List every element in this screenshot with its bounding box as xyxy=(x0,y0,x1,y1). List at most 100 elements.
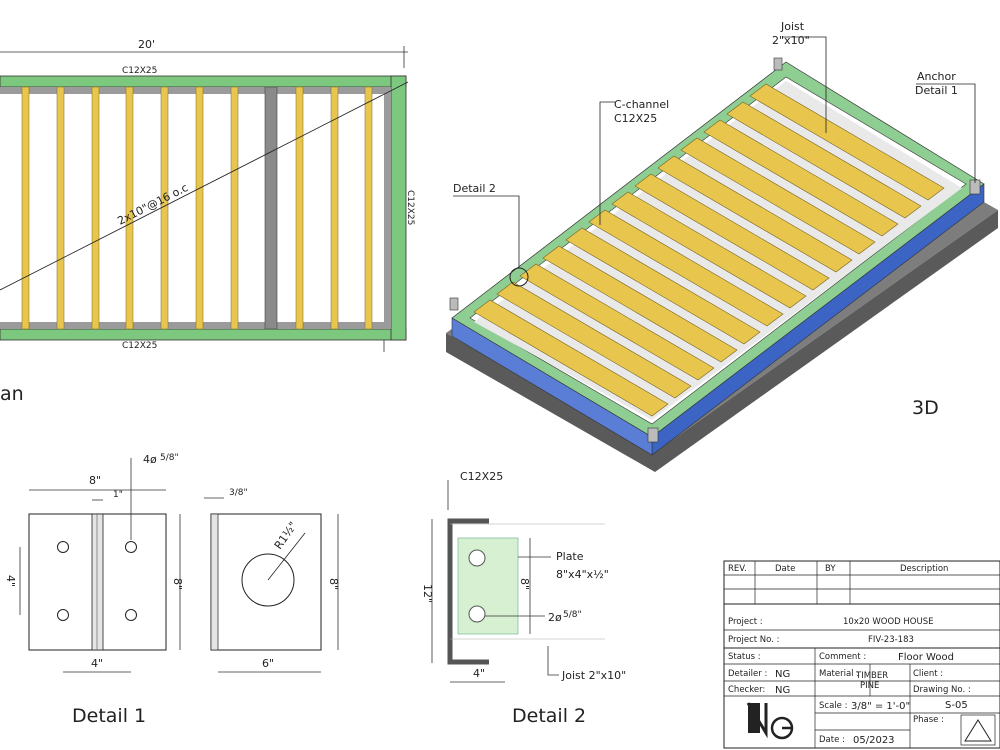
3d-joist xyxy=(565,227,761,345)
detail2-plate-1: Plate xyxy=(556,550,584,563)
detail2: C12X25 12" 8" Plate 8"x4"x½" 2ø 5/8" 4" … xyxy=(421,470,626,727)
3d-joist xyxy=(542,245,738,363)
title-block-frame xyxy=(723,560,1000,749)
plan-beam-top-inner xyxy=(0,87,391,94)
detail1-bolt-hole xyxy=(57,541,69,553)
tb-hdr-date: Date xyxy=(775,564,795,574)
detail2-joist-leader xyxy=(547,646,559,676)
phase-triangle-icon xyxy=(964,719,992,742)
tb-date-label: Date : xyxy=(819,735,845,745)
slab-front-face xyxy=(446,210,998,472)
plan-joist xyxy=(21,86,30,330)
joist-label-2: 2"x10" xyxy=(772,34,810,47)
plan-dim-top: 20' xyxy=(138,38,155,51)
3d-joist xyxy=(726,101,922,219)
detail2-channel xyxy=(447,518,489,665)
anchor-plate xyxy=(449,297,459,311)
detail1: 8" 1" 4ø 5/8" 8" 4" 4" R1½" 3/8" 8" 6" D… xyxy=(4,453,340,727)
plan-joist xyxy=(295,86,304,330)
title-block: REV. Date BY Description Project : 10x20… xyxy=(723,560,1000,749)
plan-joist xyxy=(125,86,134,330)
tb-project-no-label: Project No. : xyxy=(728,635,779,645)
3d-joist xyxy=(749,83,945,201)
detail1-dim-left: 4" xyxy=(4,575,17,587)
plan-beam-bottom-label: C12X25 xyxy=(122,341,157,351)
tb-checker-label: Checker: xyxy=(728,685,765,695)
detail2-dim-height: 12" xyxy=(421,584,434,603)
3d-joist xyxy=(703,119,899,237)
3d-joist xyxy=(680,137,876,255)
tb-drawing-no-label: Drawing No. : xyxy=(913,685,971,695)
detail1-plate-gap xyxy=(91,513,104,651)
detail2-channel-label: C12X25 xyxy=(460,470,503,483)
anchor-label-2: Detail 1 xyxy=(915,84,958,97)
tb-project-label: Project : xyxy=(728,617,763,627)
tb-scale-label: Scale : xyxy=(819,701,847,711)
cchannel-leader xyxy=(599,101,615,225)
3d-joist xyxy=(473,299,669,417)
detail2-plate xyxy=(457,537,519,635)
detail1-bolt-frac: 5/8" xyxy=(160,453,179,463)
plan-joist xyxy=(330,86,339,330)
detail2-leader xyxy=(453,195,520,268)
detail1-dim-gap: 1" xyxy=(113,490,123,500)
plan-joists xyxy=(21,86,373,330)
tb-phase-label: Phase : xyxy=(913,715,944,725)
plan-mid-beam xyxy=(264,86,278,330)
plan-joist xyxy=(195,86,204,330)
3d-joists xyxy=(473,83,945,417)
tb-drawing-no-value: S-05 xyxy=(945,700,968,711)
tb-comment-value: Floor Wood xyxy=(898,652,954,663)
3d-title: 3D xyxy=(912,397,939,419)
detail2-bolts-frac: 5/8" xyxy=(563,610,582,620)
detail1-dim-side-width: 6" xyxy=(262,657,274,670)
tb-material-value-1: TIMBER xyxy=(855,671,888,681)
detail1-bolt-hole xyxy=(125,541,137,553)
tb-project-value: 10x20 WOOD HOUSE xyxy=(843,617,933,627)
tb-hdr-rev: REV. xyxy=(728,564,747,574)
anchor-label-1: Anchor xyxy=(917,70,956,83)
plan-joist xyxy=(160,86,169,330)
detail1-dim-width: 8" xyxy=(89,474,101,487)
detail1-dim-thk: 3/8" xyxy=(229,488,248,498)
plan-beam-top-label: C12X25 xyxy=(122,66,157,76)
tb-hdr-by: BY xyxy=(825,564,836,574)
plan-beam-right-label: C12X25 xyxy=(405,190,415,225)
tb-project-no-value: FIV-23-183 xyxy=(868,635,914,645)
tb-checker-value: NG xyxy=(775,685,790,696)
3d-joist xyxy=(611,191,807,309)
frame-end-blue xyxy=(451,317,653,456)
plan-joist xyxy=(91,86,100,330)
anchor-leader xyxy=(916,83,976,183)
detail1-bolt-hole xyxy=(57,609,69,621)
detail1-dim-bottom: 4" xyxy=(91,657,103,670)
detail2-callout-label: Detail 2 xyxy=(453,182,496,195)
detail1-dim-height: 8" xyxy=(171,578,184,590)
3d-joist xyxy=(634,173,830,291)
plan-view: 20' 2x10"@16 o.c C12X25 C12X25 C12X25 an xyxy=(0,38,415,405)
detail2-title: Detail 2 xyxy=(512,705,586,727)
plan-title: an xyxy=(0,383,24,405)
cchannel-label-1: C-channel xyxy=(614,98,669,111)
plan-diagonal-leader xyxy=(0,81,409,291)
tb-date-value: 05/2023 xyxy=(853,735,895,746)
detail2-bolts: 2ø xyxy=(548,611,562,624)
detail2-bolt xyxy=(468,605,486,623)
detail2-bolt xyxy=(468,549,486,567)
anchor-plate xyxy=(773,57,783,71)
joist-label-1: Joist xyxy=(780,20,805,33)
tb-comment-label: Comment : xyxy=(819,652,866,662)
detail2-plate-2: 8"x4"x½" xyxy=(556,568,609,581)
detail2-dim-plate: 8" xyxy=(518,578,531,590)
detail1-plate-thickness xyxy=(210,513,219,651)
detail1-bolt-note: 4ø xyxy=(143,453,157,466)
detail1-bolt-hole xyxy=(125,609,137,621)
tb-material-value-2: PINE xyxy=(860,681,879,691)
detail1-dim-side-height: 8" xyxy=(327,578,340,590)
detail2-joist: Joist 2"x10" xyxy=(561,669,626,682)
plan-joist xyxy=(56,86,65,330)
detail1-title: Detail 1 xyxy=(72,705,146,727)
plan-beam-right-inner xyxy=(384,87,391,329)
tb-detailer-value: NG xyxy=(775,669,790,680)
